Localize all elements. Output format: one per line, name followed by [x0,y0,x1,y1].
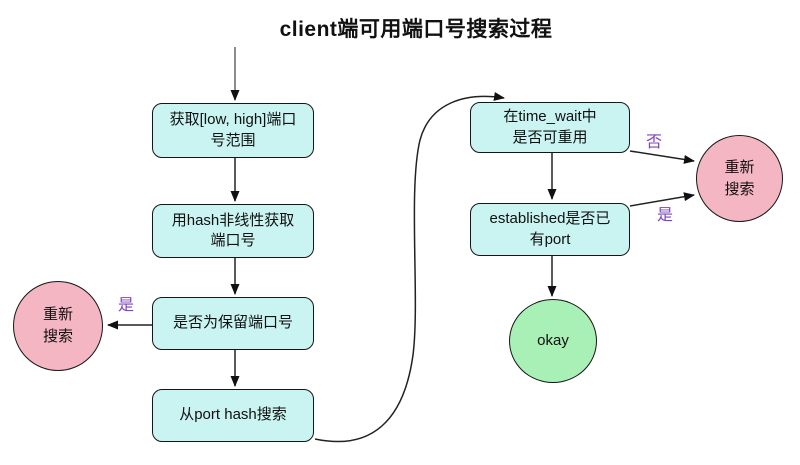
node-okay: okay [509,299,597,383]
node-reserved-port-check: 是否为保留端口号 [152,297,314,350]
arrow-timewait-no-to-research-right [629,150,695,164]
edge-label-no: 否 [646,134,663,151]
edge-label-yes-left: 是 [118,297,135,314]
node-port-hash-search: 从port hash搜索 [152,389,314,442]
diagram-title: client端可用端口号搜索过程 [279,18,553,41]
edge-label-yes-right: 是 [657,207,674,224]
node-research-again-left: 重新 搜索 [13,281,103,371]
node-hash-nonlinear-get-port: 用hash非线性获取 端口号 [152,204,314,258]
node-research-again-right: 重新 搜索 [696,135,783,222]
node-established-port-check: established是否已 有port [470,203,630,256]
node-timewait-reuse-check: 在time_wait中 是否可重用 [470,102,630,153]
node-get-port-range: 获取[low, high]端口 号范围 [152,103,314,158]
